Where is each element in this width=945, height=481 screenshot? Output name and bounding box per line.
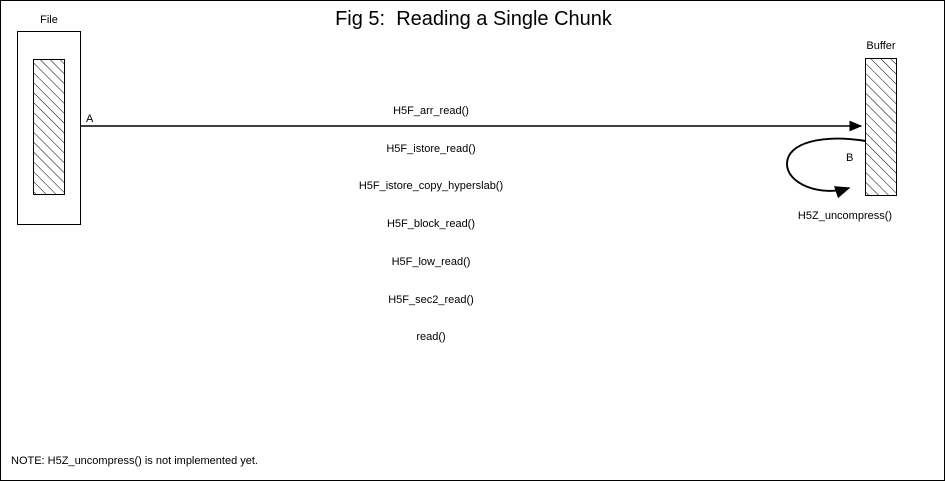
call-stack-item: H5F_istore_read() xyxy=(386,142,476,155)
call-stack-item: H5F_istore_copy_hyperslab() xyxy=(358,180,504,193)
footer-note: NOTE: H5Z_uncompress() is not implemente… xyxy=(11,455,258,467)
read-call-stack-list: H5F_arr_read() H5F_istore_read() H5F_ist… xyxy=(281,82,581,368)
call-stack-item: read() xyxy=(416,331,446,344)
marker-a-label: A xyxy=(86,113,94,125)
buffer-node-label: Buffer xyxy=(866,40,896,52)
file-box-hatch-region xyxy=(33,59,65,195)
marker-b-label: B xyxy=(846,152,854,164)
call-stack-item: H5F_sec2_read() xyxy=(388,293,474,306)
call-stack-item: H5F_low_read() xyxy=(391,255,471,268)
uncompress-loop-label: H5Z_uncompress() xyxy=(797,210,893,222)
file-node-label: File xyxy=(40,14,58,26)
buffer-box-hatch-region xyxy=(865,58,897,196)
uncompress-loop-arrow xyxy=(786,137,867,199)
figure-title: Fig 5: Reading a Single Chunk xyxy=(335,8,612,30)
call-stack-item: H5F_block_read() xyxy=(386,218,476,231)
call-stack-item: H5F_arr_read() xyxy=(393,105,469,117)
